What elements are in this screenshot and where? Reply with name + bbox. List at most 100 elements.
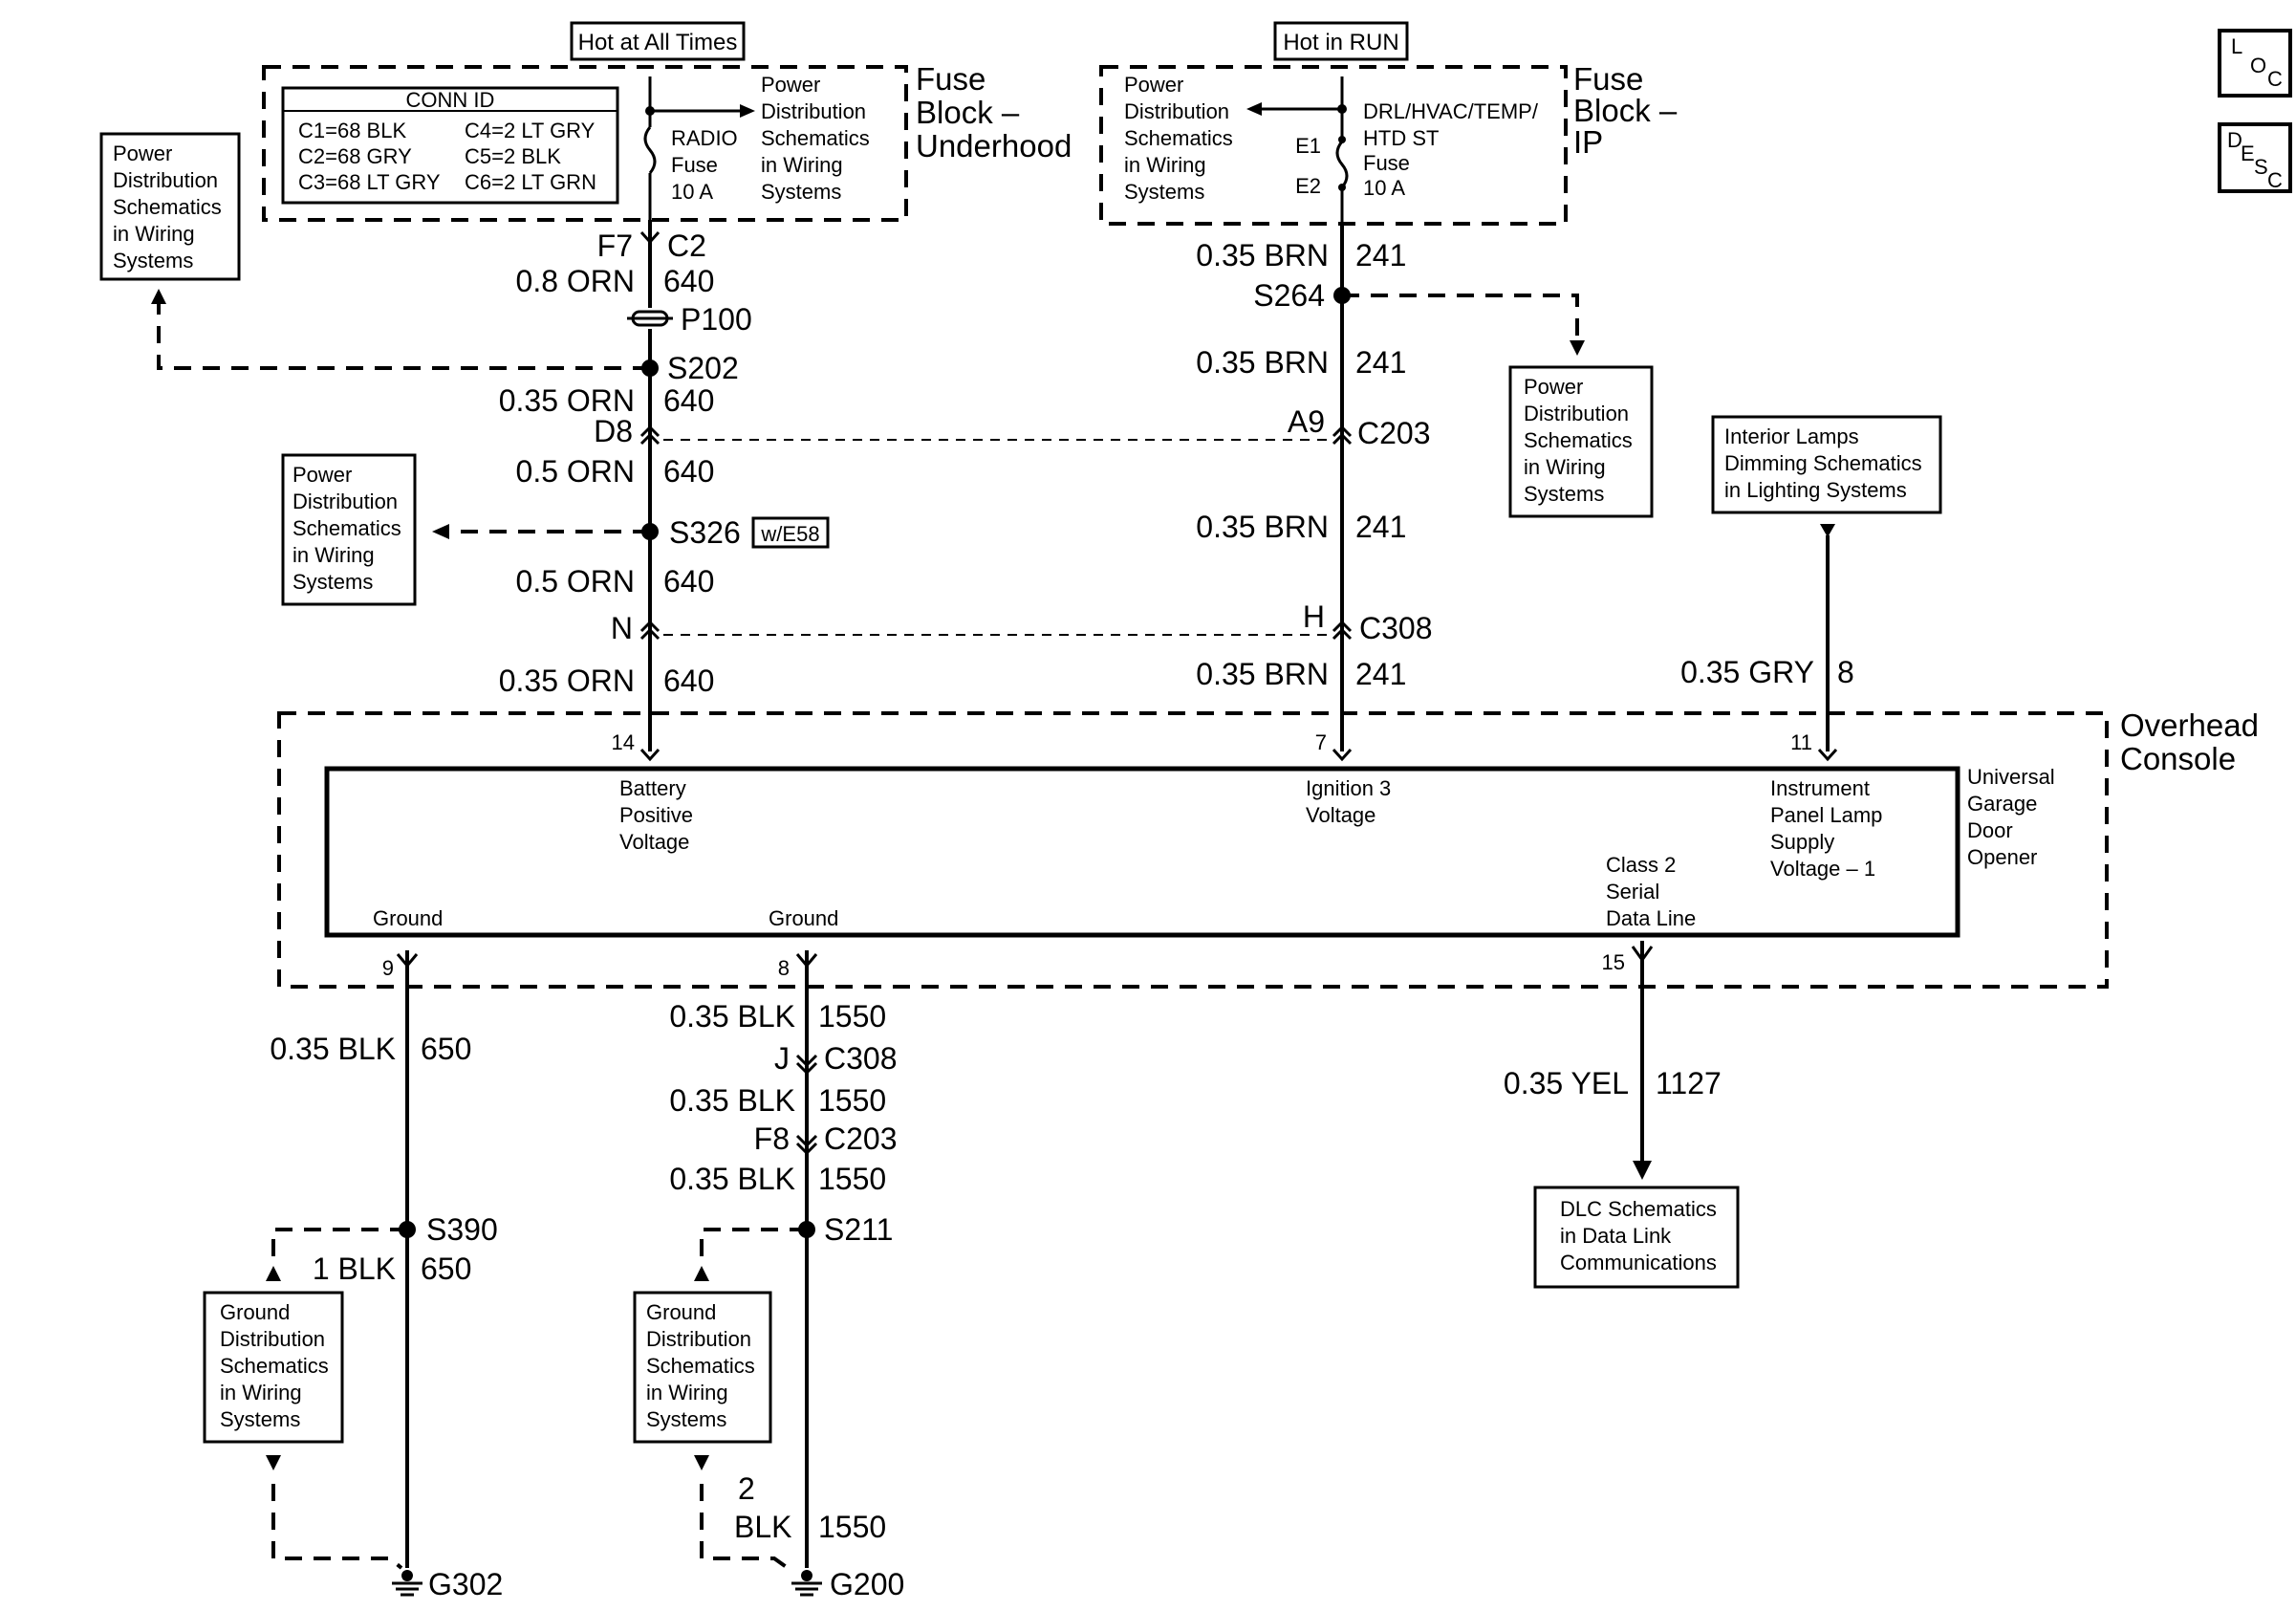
svg-text:C2: C2 [667, 229, 706, 263]
svg-text:Instrument: Instrument [1770, 776, 1870, 800]
svg-text:Power: Power [113, 142, 172, 165]
svg-text:0.35 BLK: 0.35 BLK [270, 1032, 396, 1066]
svg-text:in Wiring: in Wiring [1124, 153, 1206, 177]
fuse-block-underhood-outline [262, 65, 908, 222]
svg-text:15: 15 [1602, 950, 1625, 974]
svg-text:in Wiring: in Wiring [292, 543, 375, 567]
svg-text:BLK: BLK [734, 1510, 791, 1544]
svg-text:Panel Lamp: Panel Lamp [1770, 803, 1882, 827]
svg-text:10 A: 10 A [671, 180, 713, 204]
svg-text:Systems: Systems [646, 1407, 726, 1431]
s202-power-ref: Power Distribution Schematics in Wiring … [99, 132, 650, 370]
svg-text:Schematics: Schematics [646, 1354, 755, 1378]
svg-text:D: D [2227, 128, 2242, 152]
svg-text:C308: C308 [1359, 611, 1433, 645]
svg-text:241: 241 [1355, 657, 1406, 691]
panel-lamp-supply-label: Instrument Panel Lamp Supply Voltage – 1 [1770, 776, 1882, 881]
svg-text:C2=68 GRY: C2=68 GRY [298, 144, 412, 168]
svg-text:L: L [2231, 34, 2242, 58]
svg-text:8: 8 [1837, 655, 1854, 689]
svg-text:Systems: Systems [1524, 482, 1604, 506]
svg-text:Hot in RUN: Hot in RUN [1283, 30, 1398, 55]
svg-text:C203: C203 [824, 1121, 898, 1156]
svg-text:14: 14 [612, 730, 635, 754]
svg-text:Ground: Ground [220, 1300, 290, 1324]
svg-text:Systems: Systems [292, 570, 373, 594]
svg-text:in Wiring: in Wiring [113, 222, 195, 246]
hot-in-run-label: Hot in RUN [1273, 21, 1409, 61]
svg-text:C203: C203 [1357, 416, 1431, 450]
svg-text:Distribution: Distribution [113, 168, 218, 192]
svg-text:in Lighting Systems: in Lighting Systems [1724, 478, 1907, 502]
svg-text:RADIO: RADIO [671, 126, 738, 150]
svg-text:Dimming Schematics: Dimming Schematics [1724, 451, 1922, 475]
svg-text:C3=68 LT GRY: C3=68 LT GRY [298, 170, 441, 194]
loc-icon[interactable]: L O C [2218, 29, 2292, 98]
svg-text:Block –: Block – [1573, 93, 1678, 128]
circuit-650: 0.35 BLK 650 S390 1 BLK 650 G302 [270, 950, 503, 1601]
svg-text:640: 640 [663, 454, 714, 489]
circuit-1550: 0.35 BLK 1550 J C308 0.35 BLK 1550 F8 C2… [669, 950, 904, 1601]
s326-power-ref: Power Distribution Schematics in Wiring … [281, 453, 650, 606]
svg-text:O: O [2250, 54, 2266, 77]
battery-positive-voltage-label: Battery Positive Voltage [619, 776, 693, 854]
svg-text:E2: E2 [1295, 174, 1321, 198]
svg-text:0.35 BRN: 0.35 BRN [1196, 345, 1329, 380]
ground-icon [392, 1570, 422, 1597]
svg-text:Systems: Systems [113, 249, 193, 272]
svg-text:Distribution: Distribution [761, 99, 866, 123]
svg-text:C: C [2267, 168, 2283, 192]
svg-text:C: C [2267, 67, 2283, 91]
module-name: Universal Garage Door Opener [1967, 765, 2055, 869]
svg-text:S326: S326 [669, 515, 741, 550]
svg-text:Schematics: Schematics [1124, 126, 1233, 150]
svg-text:1550: 1550 [818, 1162, 886, 1196]
desc-icon[interactable]: D E S C [2218, 122, 2292, 193]
svg-text:0.35 YEL: 0.35 YEL [1504, 1066, 1629, 1100]
svg-text:J: J [774, 1041, 790, 1076]
ground-label-1: Ground [373, 906, 443, 930]
svg-text:G200: G200 [830, 1567, 904, 1601]
overhead-console-outline [277, 711, 2109, 989]
svg-text:Door: Door [1967, 818, 2013, 842]
svg-text:F7: F7 [597, 229, 633, 263]
svg-text:Schematics: Schematics [220, 1354, 329, 1378]
svg-text:Power: Power [761, 73, 820, 97]
svg-text:Voltage: Voltage [1306, 803, 1375, 827]
svg-text:C4=2 LT GRY: C4=2 LT GRY [465, 119, 596, 142]
svg-text:1 BLK: 1 BLK [313, 1252, 396, 1286]
pin-labels: 14 7 11 9 8 15 [382, 730, 1812, 980]
svg-text:8: 8 [778, 956, 790, 980]
svg-text:1550: 1550 [818, 1083, 886, 1118]
svg-text:0.35 BLK: 0.35 BLK [669, 1162, 795, 1196]
svg-text:C308: C308 [824, 1041, 898, 1076]
svg-text:N: N [611, 611, 633, 645]
svg-text:Schematics: Schematics [113, 195, 222, 219]
svg-text:Distribution: Distribution [220, 1327, 325, 1351]
overhead-console-title: Overhead Console [2120, 708, 2259, 776]
svg-text:1550: 1550 [818, 1510, 886, 1544]
svg-text:Fuse: Fuse [1363, 151, 1410, 175]
svg-text:0.35 GRY: 0.35 GRY [1680, 655, 1814, 689]
hot-at-all-times-label: Hot at All Times [570, 21, 746, 61]
svg-text:640: 640 [663, 664, 714, 698]
underhood-power-ref-text: Power Distribution Schematics in Wiring … [761, 73, 870, 204]
svg-text:Opener: Opener [1967, 845, 2037, 869]
svg-text:9: 9 [382, 956, 394, 980]
ground-icon [791, 1570, 822, 1597]
radio-fuse: RADIO Fuse 10 A [643, 76, 755, 220]
s211-ground-ref: Ground Distribution Schematics in Wiring… [633, 1228, 807, 1570]
svg-text:0.35 ORN: 0.35 ORN [499, 664, 635, 698]
svg-text:Supply: Supply [1770, 830, 1834, 854]
svg-text:w/E58: w/E58 [760, 522, 819, 546]
svg-text:0.8 ORN: 0.8 ORN [516, 264, 635, 298]
svg-text:Communications: Communications [1560, 1251, 1717, 1274]
svg-text:Systems: Systems [761, 180, 841, 204]
svg-text:Fuse: Fuse [671, 153, 718, 177]
svg-text:in Wiring: in Wiring [646, 1381, 728, 1404]
p100-passthrough: P100 [627, 302, 752, 337]
svg-text:Battery: Battery [619, 776, 686, 800]
svg-text:Underhood: Underhood [916, 128, 1072, 163]
svg-text:S390: S390 [426, 1212, 498, 1247]
